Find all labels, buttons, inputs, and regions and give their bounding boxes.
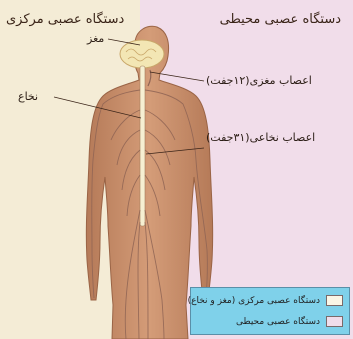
spinal-cord-shape xyxy=(140,66,145,226)
central-swatch xyxy=(326,295,343,306)
legend-item-central: دستگاه عصبی مرکزی (مغز و نخاع) xyxy=(188,295,343,306)
legend: دستگاه عصبی مرکزی (مغز و نخاع) دستگاه عص… xyxy=(190,287,350,335)
peripheral-swatch xyxy=(326,316,343,327)
peripheral-nervous-system-title: دستگاه عصبی محیطی xyxy=(220,13,341,26)
legend-central-label: دستگاه عصبی مرکزی (مغز و نخاع) xyxy=(188,296,320,306)
legend-item-peripheral: دستگاه عصبی محیطی xyxy=(236,316,343,327)
spinal-nerves-label: اعصاب نخاعی(۳۱جفت) xyxy=(206,132,315,143)
brain-shape xyxy=(120,40,164,68)
brain-label: مغز xyxy=(87,33,104,44)
cranial-nerves-label: اعصاب مغزی(۱۲جفت) xyxy=(206,75,312,86)
legend-peripheral-label: دستگاه عصبی محیطی xyxy=(236,317,320,327)
spinal-cord-label: نخاع xyxy=(18,91,38,102)
central-nervous-system-title: دستگاه عصبی مرکزی xyxy=(6,13,124,26)
